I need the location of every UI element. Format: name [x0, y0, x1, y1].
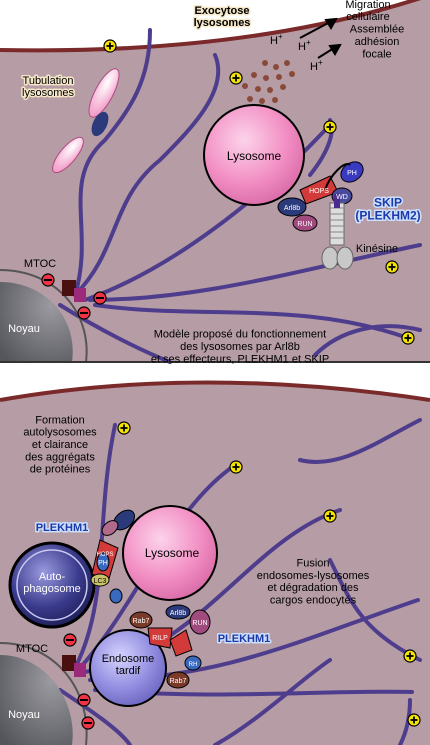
top-tubulation-vesicle-a — [88, 68, 120, 118]
bottom-arl8b-b — [165, 604, 191, 620]
bottom-arl8b-label: Arl8b — [170, 610, 186, 617]
bottom-plus-ends — [117, 421, 421, 727]
plus-end-marker — [401, 331, 415, 345]
top-mtoc-centriole-b — [74, 288, 86, 302]
bottom-lysosome — [122, 505, 218, 601]
skip-label: SKIP(PLEKHM2) — [355, 195, 420, 222]
top-arl8b — [277, 197, 307, 217]
top-mtoc-centriole-a — [62, 280, 76, 296]
plus-end-marker — [103, 39, 117, 53]
proton-label: H+ — [270, 32, 283, 47]
top-tubulation-vesicle-b — [52, 136, 84, 174]
bottom-effectors — [90, 509, 211, 689]
top-arl8b-small — [91, 111, 109, 137]
bottom-hops-b — [169, 629, 193, 657]
bottom-run-b — [189, 609, 211, 635]
plus-end-marker — [229, 71, 243, 85]
proton-label: H+ — [298, 38, 311, 53]
bottom-ph-b — [109, 588, 123, 604]
bottom-panel — [0, 364, 430, 745]
bottom-run-a — [101, 520, 119, 536]
top-run-label: RUN — [297, 221, 312, 228]
plekhm1-label-a: PLEKHM1 — [36, 522, 89, 534]
top-noyau-label: Noyau — [8, 323, 40, 335]
top-lysosome — [203, 104, 305, 206]
plus-end-marker — [407, 713, 421, 727]
bottom-mtoc-label: MTOC — [16, 643, 48, 655]
bottom-ph-label: PH — [98, 560, 108, 567]
proton-labels: H+ H+ H+ — [270, 32, 323, 73]
bottom-rab7-b — [166, 671, 190, 689]
top-mtoc-label: MTOC — [24, 258, 56, 270]
top-minus-ends — [41, 273, 107, 320]
bottom-ph-a — [96, 552, 110, 572]
proton-label: H+ — [310, 58, 323, 73]
top-wd-label: WD — [336, 194, 348, 201]
bottom-lc3-label: LC3 — [94, 578, 107, 585]
bottom-mtoc-centriole-a — [62, 655, 76, 671]
top-nucleus — [0, 282, 73, 362]
top-exocytosis-vesicles — [242, 60, 295, 104]
bottom-rilp — [147, 627, 173, 649]
top-ph-label: PH — [347, 170, 357, 177]
plus-end-marker — [403, 649, 417, 663]
plus-end-marker — [229, 460, 243, 474]
plus-end-marker — [385, 260, 399, 274]
top-arl8b-label: Arl8b — [284, 205, 300, 212]
bottom-hops-label: HOPS — [96, 552, 113, 558]
kinesine-label: Kinésine — [356, 243, 398, 255]
plekhm1-label-b: PLEKHM1 — [218, 633, 271, 645]
bottom-lysosome-label: Lysosome — [145, 546, 200, 560]
top-panel — [0, 0, 430, 364]
bottom-plasma-membrane — [0, 380, 430, 402]
top-plus-ends — [103, 39, 415, 345]
top-signal-arrows — [299, 17, 342, 59]
plus-end-marker — [323, 120, 337, 134]
bottom-mtoc-centriole-b — [74, 663, 86, 677]
bottom-nucleus — [0, 655, 73, 745]
bottom-lc3 — [90, 573, 110, 587]
bottom-rilp-label: RILP — [152, 635, 168, 642]
bottom-rh — [184, 655, 202, 671]
bottom-rab7-label-b: Rab7 — [170, 678, 187, 685]
bottom-noyau-label: Noyau — [8, 709, 40, 721]
top-run — [292, 214, 318, 232]
bottom-rab7-a — [129, 611, 153, 629]
top-plasma-membrane — [0, 0, 421, 53]
top-lysosome-label: Lysosome — [227, 149, 282, 163]
top-hops-label: HOPS — [309, 188, 329, 195]
bottom-rab7-label-a: Rab7 — [133, 618, 150, 625]
autophagosome-label: Auto-phagosome — [23, 571, 81, 595]
top-effector-complex — [277, 161, 364, 270]
top-kinesin — [321, 194, 354, 270]
top-nuclear-envelope — [0, 269, 88, 363]
bottom-run-label: RUN — [192, 620, 207, 627]
plus-end-marker — [117, 421, 131, 435]
plus-end-marker — [323, 509, 337, 523]
bottom-rh-label: RH — [189, 662, 198, 668]
late-endosome — [89, 629, 167, 707]
